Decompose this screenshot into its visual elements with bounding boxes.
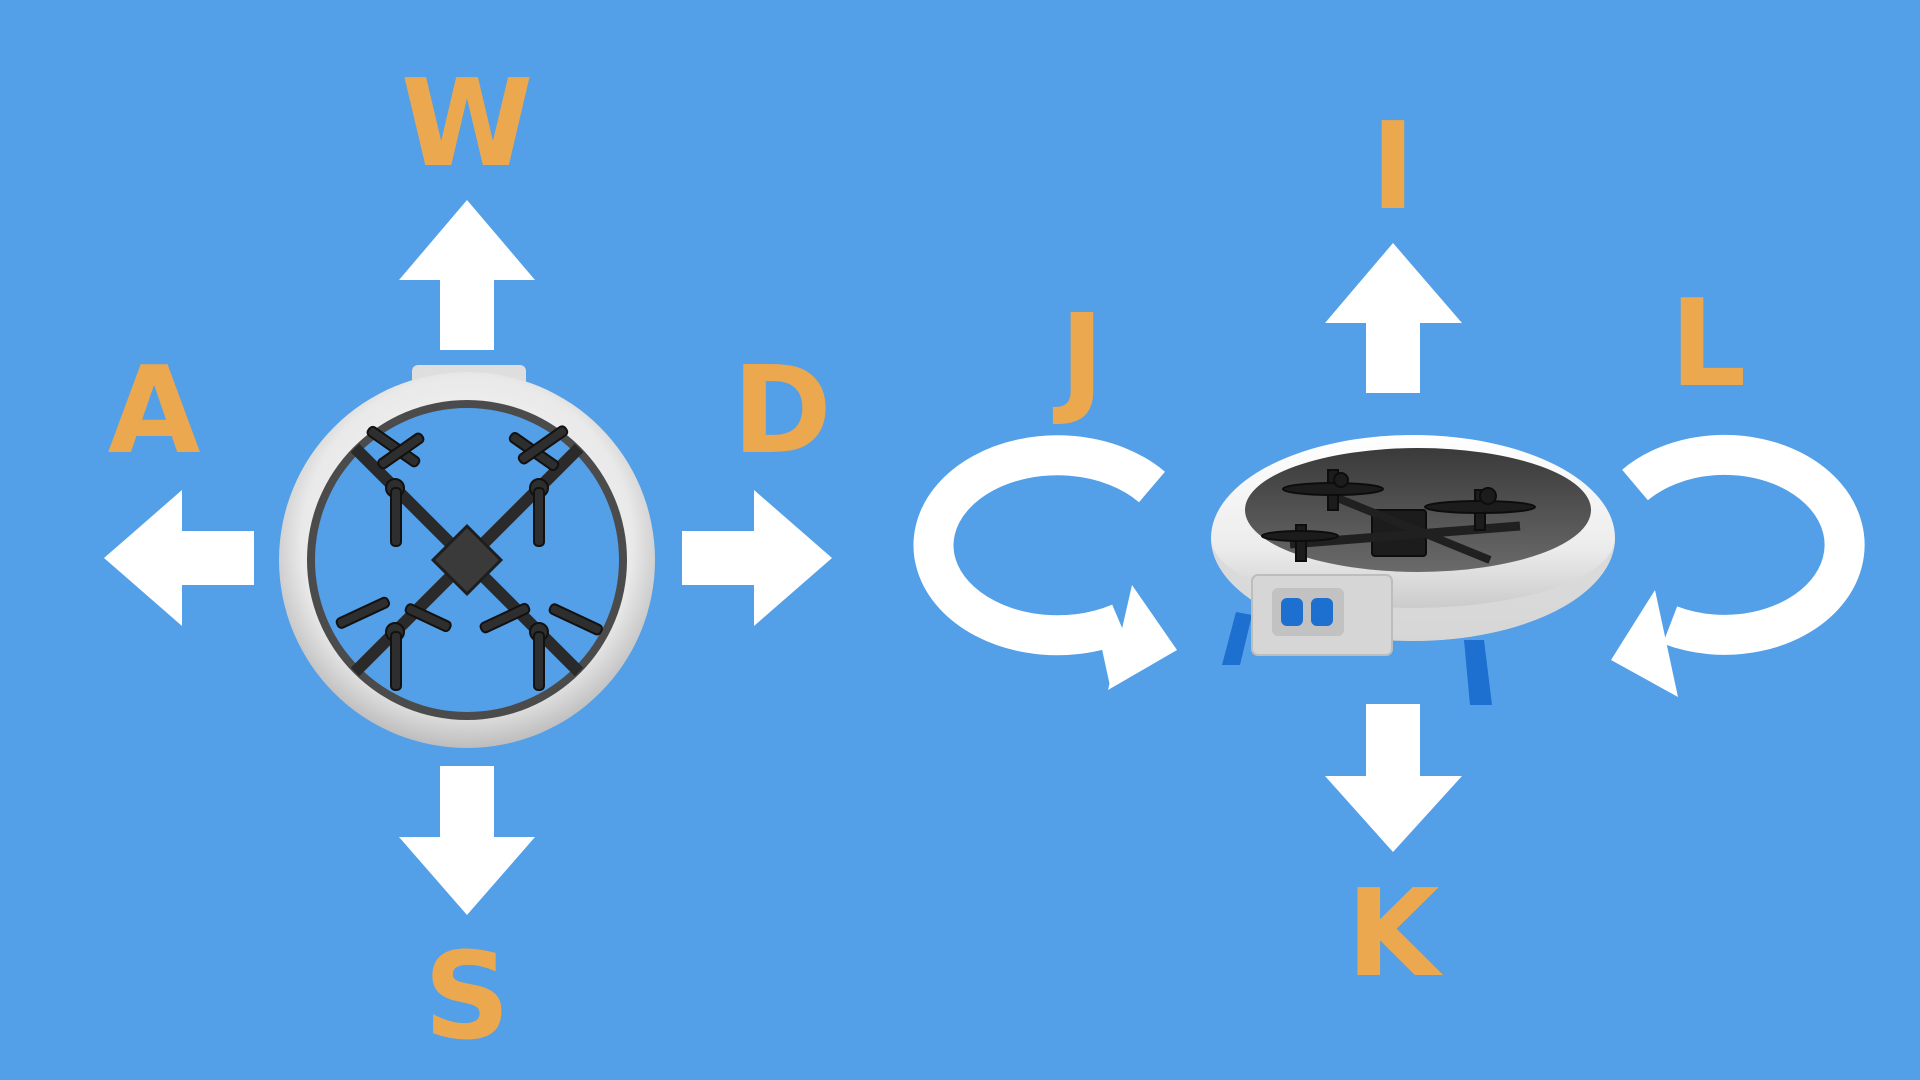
key-a-label: A xyxy=(108,342,201,481)
top-view-group: W A D S xyxy=(104,55,832,1067)
key-l-label: L xyxy=(1670,275,1746,414)
arrow-down-icon xyxy=(1325,704,1462,852)
rotate-right-icon xyxy=(1611,434,1865,697)
arrow-right-icon xyxy=(682,490,832,626)
drone-side-view-icon xyxy=(1211,435,1615,705)
key-w-label: W xyxy=(401,55,533,194)
key-j-label: J xyxy=(1053,290,1105,429)
key-i-label: I xyxy=(1371,98,1416,237)
arrow-up-icon xyxy=(1325,243,1462,393)
arrow-up-icon xyxy=(399,200,535,350)
rotate-left-icon xyxy=(913,435,1177,690)
side-view-group: I J L K xyxy=(913,98,1865,1004)
key-k-label: K xyxy=(1347,865,1444,1004)
key-s-label: S xyxy=(424,928,510,1067)
arrow-left-icon xyxy=(104,490,254,626)
arrow-down-icon xyxy=(399,766,535,915)
drone-top-view-icon xyxy=(279,365,655,748)
key-d-label: D xyxy=(732,342,832,481)
